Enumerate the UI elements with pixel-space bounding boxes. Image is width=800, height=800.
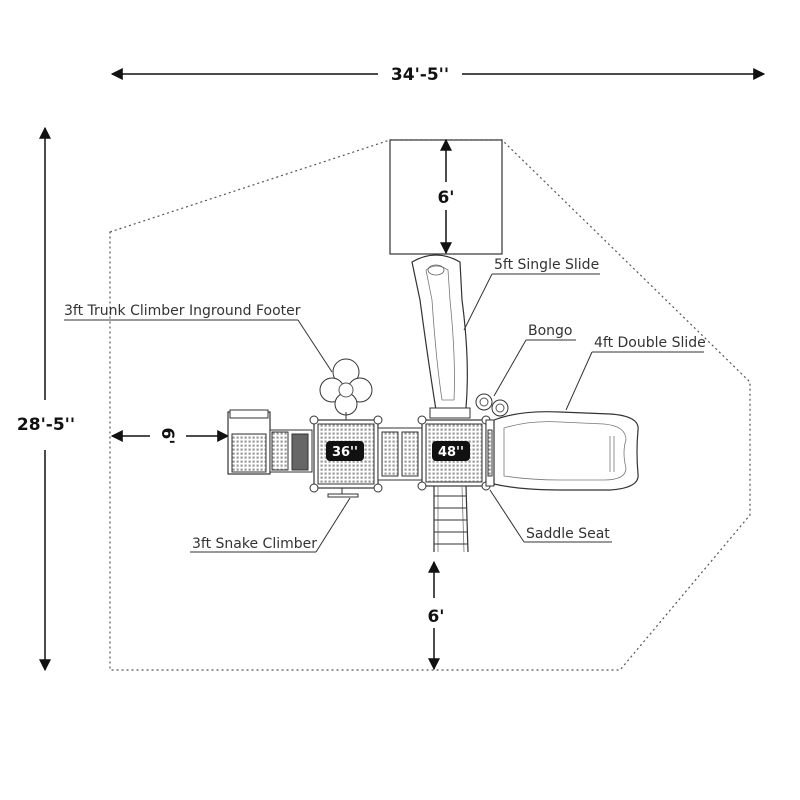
bridge (377, 427, 423, 481)
trunk-climber-label: 3ft Trunk Climber Inground Footer (64, 303, 301, 319)
ladder-zone-dimension: 6' (427, 560, 445, 671)
bongo-label: Bongo (528, 323, 573, 339)
snake-climber (327, 488, 359, 498)
slide-zone-dimension: 6' (389, 138, 503, 255)
side-zone-label: 6' (157, 427, 177, 444)
deck-48-label: 48'' (438, 445, 464, 460)
side-zone-dimension: 6' (110, 427, 230, 445)
overall-width-dimension: 34'-5'' (110, 65, 766, 85)
overall-depth-label: 28'-5'' (17, 415, 75, 435)
saddle-seat (485, 419, 495, 487)
saddle-seat-label: Saddle Seat (526, 526, 610, 542)
double-slide (493, 411, 639, 491)
bongo-drums (475, 393, 509, 417)
ladder-zone-label: 6' (427, 607, 444, 627)
trunk-climber (319, 358, 373, 420)
slide-zone-label: 6' (437, 188, 454, 208)
overall-width-label: 34'-5'' (391, 65, 449, 85)
entry-platform (227, 409, 313, 475)
deck-36-label: 36'' (332, 445, 358, 460)
deck-48-badge: 48'' (432, 441, 470, 461)
snake-climber-label: 3ft Snake Climber (192, 536, 317, 552)
single-slide (411, 254, 471, 419)
double-slide-label: 4ft Double Slide (594, 335, 706, 351)
deck-36-badge: 36'' (326, 441, 364, 461)
overall-depth-dimension: 28'-5'' (17, 126, 75, 672)
single-slide-label: 5ft Single Slide (494, 257, 599, 273)
ladder (433, 485, 469, 553)
callout-leaders (64, 273, 704, 553)
